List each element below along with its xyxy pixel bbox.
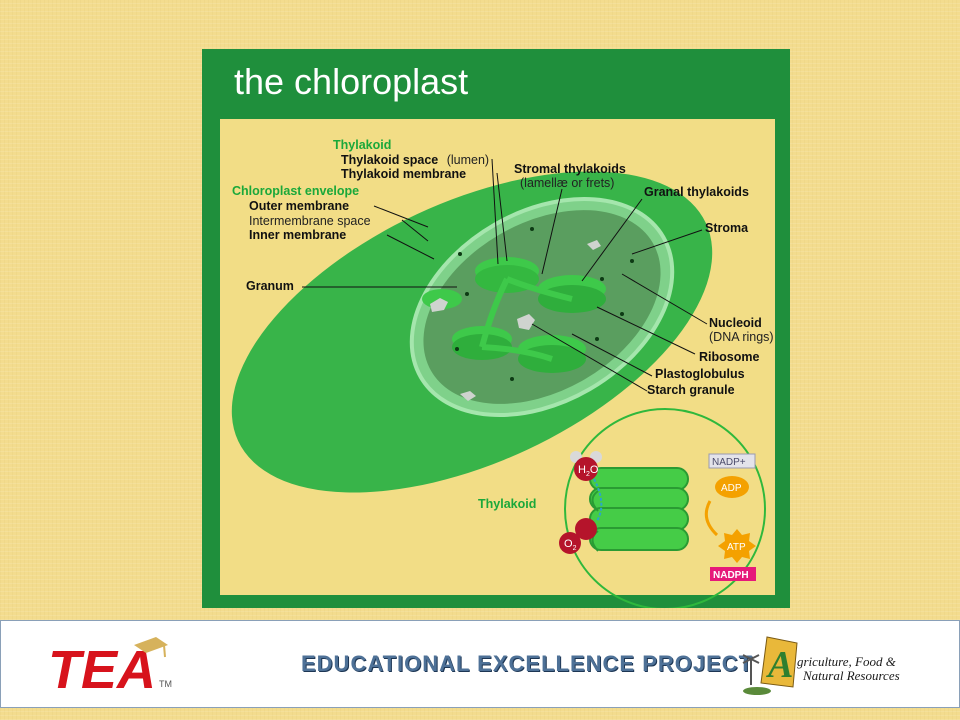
nadph-label: NADPH [713,570,749,581]
afnr-text: griculture, Food & Natural Resources [797,654,900,683]
label-starch-granule: Starch granule [647,383,735,397]
afnr-badge-icon [760,636,798,688]
label-plastoglobulus: Plastoglobulus [655,367,745,381]
h2o-label: H2O [578,464,599,478]
label-granal-thylakoids: Granal thylakoids [644,185,749,199]
chloroplast-diagram: the chloroplast [220,61,775,608]
nadp-plus-label: NADP+ [712,457,746,468]
label-dna-rings: (DNA rings) [709,330,774,344]
inset-circle [564,408,766,608]
label-nucleoid: Nucleoid [709,316,762,330]
atp-synthesis-arrow [704,500,719,537]
oxygen-molecule-icon [559,532,581,554]
afnr-logo: A [742,636,798,695]
trademark-mark: TM [159,679,172,689]
label-outer-membrane: Outer membrane [249,199,349,213]
atp-icon [718,529,756,563]
label-intermembrane-space: Intermembrane space [249,214,371,228]
label-inner-membrane: Inner membrane [249,228,346,242]
figure-title: the chloroplast [234,61,468,102]
label-thylakoid-space: Thylakoid space (lumen) [341,151,489,168]
label-thylakoid-membrane: Thylakoid membrane [341,167,466,181]
adp-label: ADP [721,483,742,494]
label-ribosome: Ribosome [699,350,759,364]
inset-thylakoid-label: Thylakoid [478,497,536,511]
label-stromal-thylakoids: Stromal thylakoids [514,162,626,176]
starch-granules [430,240,601,401]
label-stroma: Stroma [705,221,749,235]
thylakoid-inset: H2O O2 NADP+ ADP ATP NADPH Thylakoid [478,408,766,608]
footer-banner: TEA TM EDUCATIONAL EXCELLENCE PROJECT A … [0,620,960,708]
label-thylakoid-heading: Thylakoid [333,138,391,152]
adp-icon [715,476,749,498]
label-lamellae: (lamellæ or frets) [520,176,614,190]
label-granum: Granum [246,279,294,293]
nadph-badge [710,567,756,581]
leader-lines [302,158,708,392]
project-title: EDUCATIONAL EXCELLENCE PROJECT [301,651,754,676]
ribosome-dots [455,227,634,381]
field-icon [743,687,771,695]
water-flow-arrow [593,478,603,522]
o2-label: O2 [564,538,577,552]
water-molecule-icon [574,457,598,481]
atp-label: ATP [727,542,746,553]
nadp-plus-badge [708,453,756,469]
tea-logo-text: TEA [48,640,156,695]
afnr-initial: A [766,644,793,686]
graduation-cap-icon [134,637,168,653]
tea-logo: TEA [48,637,168,695]
chloroplast-figure: the chloroplast [202,49,790,608]
label-envelope-heading: Chloroplast envelope [232,184,359,198]
oxygen-atom [575,518,597,540]
